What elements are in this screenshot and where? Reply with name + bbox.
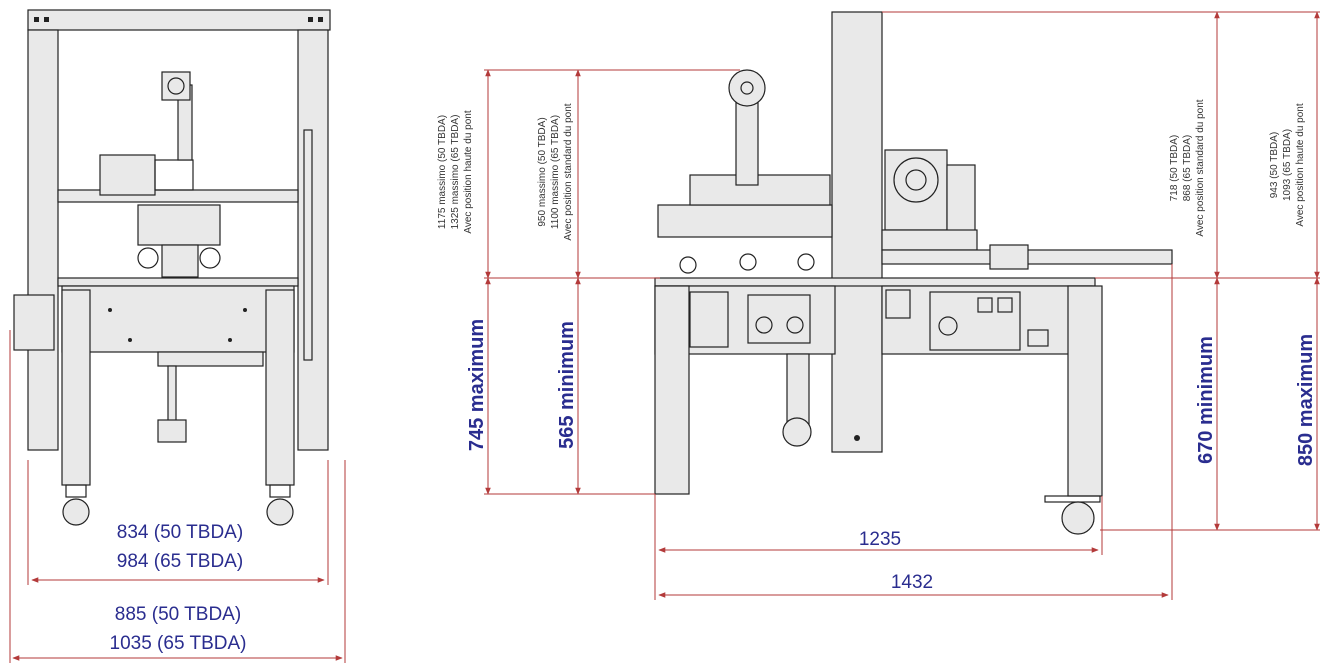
side-dimension-lines: [484, 11, 1320, 600]
svg-text:Avec position standard du pont: Avec position standard du pont: [563, 103, 574, 240]
side-view-machine: [654, 11, 1173, 535]
motor: [99, 154, 156, 196]
tape-roll-bottom: [157, 419, 187, 443]
left-wheel: [62, 498, 90, 526]
caster-wheel: [1061, 501, 1095, 535]
lower-tape-roll: [782, 417, 812, 447]
svg-text:943 (50 TBDA): 943 (50 TBDA): [1269, 132, 1280, 199]
regulator: [689, 291, 729, 348]
left-height-max-label: 745 maximum: [466, 319, 488, 451]
left-leg: [61, 289, 91, 486]
control-panel-right: [929, 291, 1021, 351]
svg-text:868 (65 TBDA): 868 (65 TBDA): [1182, 135, 1193, 202]
front-dimension-lines: [9, 330, 346, 663]
right-height-min-label: 670 minimum: [1195, 336, 1217, 464]
right-height-max-label: 850 maximum: [1295, 334, 1317, 466]
svg-text:1093 (65 TBDA): 1093 (65 TBDA): [1282, 129, 1293, 201]
outer-width-label-65: 1035 (65 TBDA): [110, 633, 247, 654]
svg-text:1175 massimo (50 TBDA): 1175 massimo (50 TBDA): [437, 115, 448, 229]
front-body: [61, 285, 295, 353]
bridge-left: [657, 204, 833, 238]
svg-text:718 (50 TBDA): 718 (50 TBDA): [1169, 135, 1180, 202]
svg-text:Avec position standard du pont: Avec position standard du pont: [1195, 99, 1206, 236]
right-upper-max-note: 943 (50 TBDA) 1093 (65 TBDA) Avec positi…: [1269, 103, 1306, 226]
tape-roll-side: [728, 69, 766, 107]
tall-column: [831, 11, 883, 453]
left-height-min-label: 565 minimum: [556, 321, 578, 449]
right-wheel: [266, 498, 294, 526]
left-column: [27, 29, 59, 451]
length-total-label: 1432: [891, 572, 933, 593]
svg-text:1325 massimo (65 TBDA): 1325 massimo (65 TBDA): [450, 115, 461, 230]
svg-text:Avec position haute du pont: Avec position haute du pont: [463, 110, 474, 233]
inner-width-label-50: 834 (50 TBDA): [117, 522, 243, 543]
svg-text:950 massimo (50 TBDA): 950 massimo (50 TBDA): [537, 117, 548, 226]
inner-width-label-65: 984 (65 TBDA): [117, 551, 243, 572]
outer-width-label-50: 885 (50 TBDA): [115, 604, 241, 625]
left-upper-max-note: 1175 massimo (50 TBDA) 1325 massimo (65 …: [437, 110, 474, 233]
svg-text:Avec position haute du pont: Avec position haute du pont: [1295, 103, 1306, 226]
top-beam: [27, 9, 331, 31]
svg-text:1100 massimo (65 TBDA): 1100 massimo (65 TBDA): [550, 115, 561, 229]
side-box: [13, 294, 55, 351]
right-leg: [265, 289, 295, 486]
side-leg-left: [654, 285, 690, 495]
tape-roll-top: [161, 71, 191, 101]
right-column: [297, 29, 329, 451]
right-upper-std-note: 718 (50 TBDA) 868 (65 TBDA) Avec positio…: [1169, 99, 1206, 236]
length-legs-label: 1235: [859, 529, 901, 550]
side-leg-right: [1067, 285, 1103, 497]
left-upper-std-note: 950 massimo (50 TBDA) 1100 massimo (65 T…: [537, 103, 574, 240]
crossbar: [57, 189, 299, 203]
front-view-machine: [13, 9, 331, 526]
